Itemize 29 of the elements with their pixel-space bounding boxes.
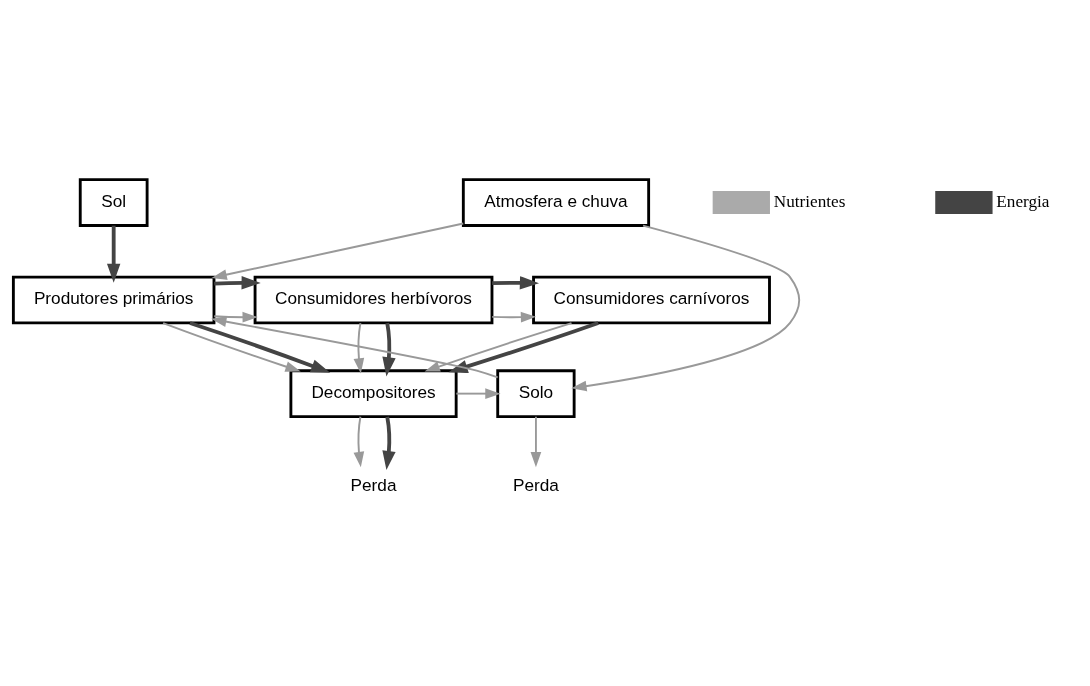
arrow: [162, 322, 301, 372]
arrow: [353, 322, 365, 374]
node-box: Produtores primários: [11, 275, 216, 325]
arrow: [353, 415, 365, 468]
arrow: [455, 388, 501, 399]
arrow: [492, 276, 539, 290]
node-box: Solo: [496, 369, 576, 418]
arrow: [424, 322, 573, 372]
arrow: [382, 322, 396, 377]
arrow: [106, 225, 121, 283]
arrow: [189, 321, 331, 373]
arrow: [214, 276, 261, 290]
arrow: [211, 316, 499, 379]
arrow: [530, 415, 542, 468]
arrow: [491, 311, 537, 323]
node-box: Decompositores: [289, 369, 458, 418]
node-text: Perda: [512, 475, 559, 496]
arrow: [571, 224, 801, 392]
node-box: Consumidores herbívoros: [253, 275, 494, 325]
node-box: Atmosfera e chuva: [461, 178, 651, 227]
node-box: Consumidores carnívoros: [532, 275, 771, 325]
arrow: [211, 222, 465, 280]
arrow: [448, 321, 599, 374]
legend-label: Energia: [996, 191, 1050, 211]
node-text: Perda: [350, 475, 397, 496]
arrow: [213, 311, 258, 323]
legend-label: Nutrientes: [773, 191, 846, 211]
arrow: [382, 416, 396, 471]
node-box: Sol: [78, 178, 149, 227]
